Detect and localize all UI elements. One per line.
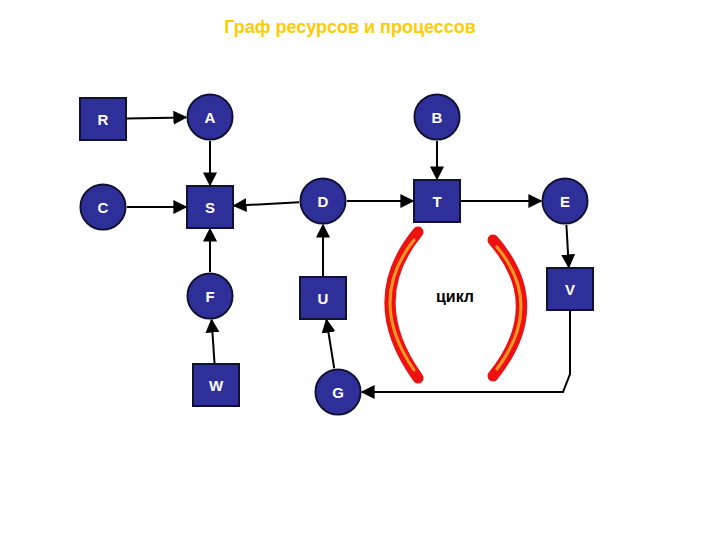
arrow-connector bbox=[127, 206, 186, 208]
cycle-label: цикл bbox=[436, 288, 474, 306]
cycle-bracket-left-shine bbox=[390, 240, 414, 370]
arrow-connector bbox=[566, 225, 568, 267]
node-letter: E bbox=[560, 193, 570, 210]
resource-box: R bbox=[79, 97, 127, 141]
cycle-bracket-right-shine bbox=[497, 247, 521, 369]
process-circle: F bbox=[186, 272, 234, 320]
arrow-connector bbox=[212, 320, 215, 363]
cycle-bracket-left bbox=[390, 232, 418, 378]
process-circle: G bbox=[314, 368, 362, 416]
node-letter: F bbox=[205, 288, 214, 305]
arrow-connector bbox=[209, 141, 211, 185]
process-circle: B bbox=[413, 93, 461, 141]
diagram-title: Граф ресурсов и процессов bbox=[0, 17, 700, 38]
arrow-connector bbox=[322, 225, 324, 276]
resource-box: S bbox=[186, 185, 234, 229]
resource-box: W bbox=[192, 363, 240, 407]
node-letter: C bbox=[98, 199, 109, 216]
arrow-connector bbox=[436, 141, 438, 179]
resource-box: U bbox=[299, 276, 347, 320]
arrow-connector bbox=[209, 229, 211, 272]
cycle-bracket-right bbox=[493, 240, 522, 376]
node-letter: U bbox=[318, 290, 329, 307]
process-circle: D bbox=[299, 177, 347, 225]
resource-box: T bbox=[413, 179, 461, 223]
node-letter: D bbox=[318, 193, 329, 210]
arrow-connector bbox=[362, 311, 570, 392]
node-letter: V bbox=[565, 281, 575, 298]
node-letter: R bbox=[98, 111, 109, 128]
arrow-connector bbox=[347, 200, 413, 202]
node-letter: G bbox=[332, 384, 344, 401]
arrow-connector bbox=[234, 202, 299, 205]
node-letter: B bbox=[432, 109, 443, 126]
process-circle: C bbox=[79, 183, 127, 231]
node-letter: T bbox=[432, 193, 441, 210]
node-letter: S bbox=[205, 199, 215, 216]
node-letter: A bbox=[205, 109, 216, 126]
arrow-connector bbox=[461, 200, 541, 202]
resource-box: V bbox=[546, 267, 594, 311]
node-letter: W bbox=[209, 377, 223, 394]
process-circle: E bbox=[541, 177, 589, 225]
arrow-connector bbox=[127, 117, 186, 118]
arrow-connector bbox=[327, 320, 335, 368]
process-circle: A bbox=[186, 93, 234, 141]
